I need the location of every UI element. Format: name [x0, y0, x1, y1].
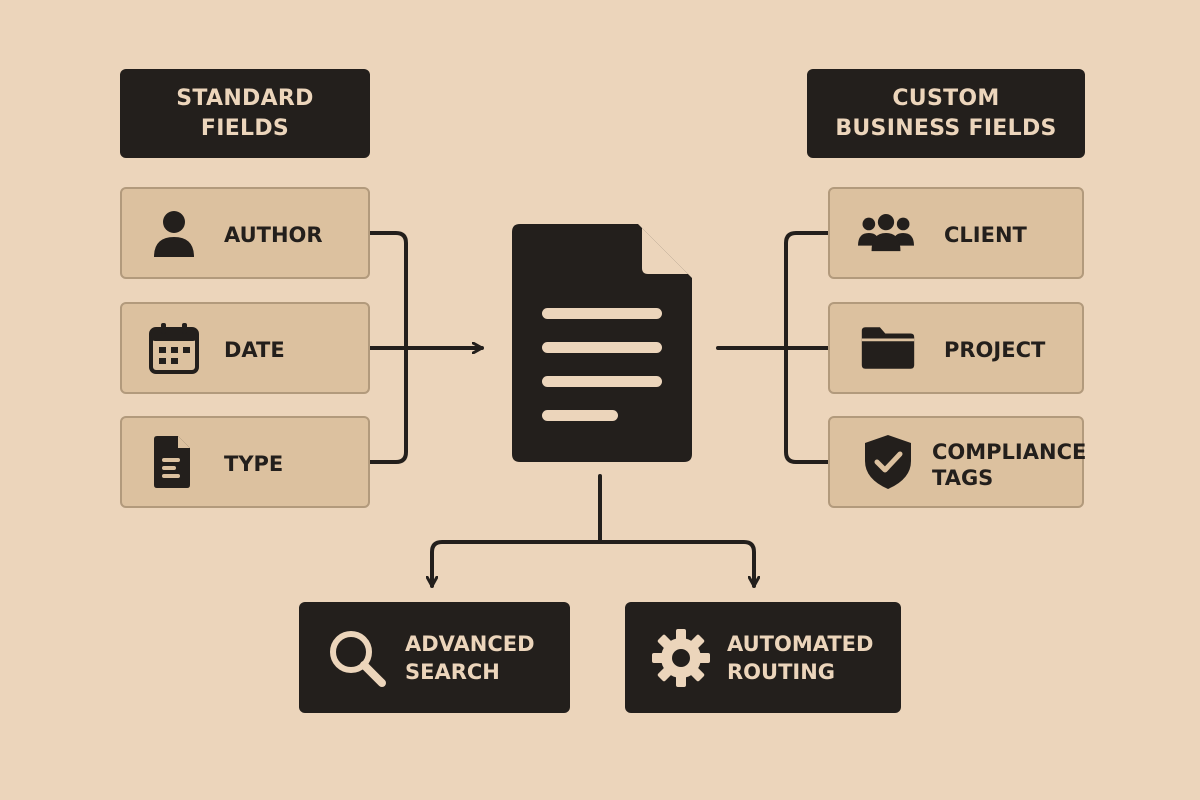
field-author-label: AUTHOR — [224, 223, 323, 247]
field-date-label: DATE — [224, 338, 285, 362]
bottom-branch-line — [430, 540, 756, 586]
folder-icon — [860, 320, 916, 376]
gear-icon — [649, 626, 713, 690]
document-icon — [144, 434, 200, 490]
custom-fields-header: CUSTOM BUSINESS FIELDS — [807, 69, 1085, 158]
field-project-label: PROJECT — [944, 338, 1046, 362]
output-advanced-search: ADVANCED SEARCH — [299, 602, 570, 713]
custom-fields-heading: CUSTOM BUSINESS FIELDS — [835, 85, 1057, 141]
field-date: DATE — [120, 302, 370, 394]
field-type-label: TYPE — [224, 452, 284, 476]
output-automated-routing: AUTOMATED ROUTING — [625, 602, 901, 713]
field-client-label: CLIENT — [944, 223, 1027, 247]
group-icon — [858, 205, 914, 261]
output-automated-routing-label: AUTOMATED ROUTING — [727, 632, 874, 684]
output-advanced-search-label: ADVANCED SEARCH — [405, 632, 535, 684]
field-client: CLIENT — [828, 187, 1084, 279]
field-project: PROJECT — [828, 302, 1084, 394]
calendar-icon — [146, 320, 202, 376]
field-author: AUTHOR — [120, 187, 370, 279]
central-document — [512, 224, 692, 462]
field-compliance-tags: COMPLIANCE TAGS — [828, 416, 1087, 508]
shield-check-icon — [860, 434, 916, 490]
field-compliance-tags-label: COMPLIANCE TAGS — [932, 440, 1087, 490]
search-icon — [325, 626, 389, 690]
standard-fields-heading: STANDARD FIELDS — [176, 85, 314, 141]
standard-fields-header: STANDARD FIELDS — [120, 69, 370, 158]
document-icon — [512, 224, 692, 462]
person-icon — [146, 205, 202, 261]
field-type: TYPE — [120, 416, 370, 508]
